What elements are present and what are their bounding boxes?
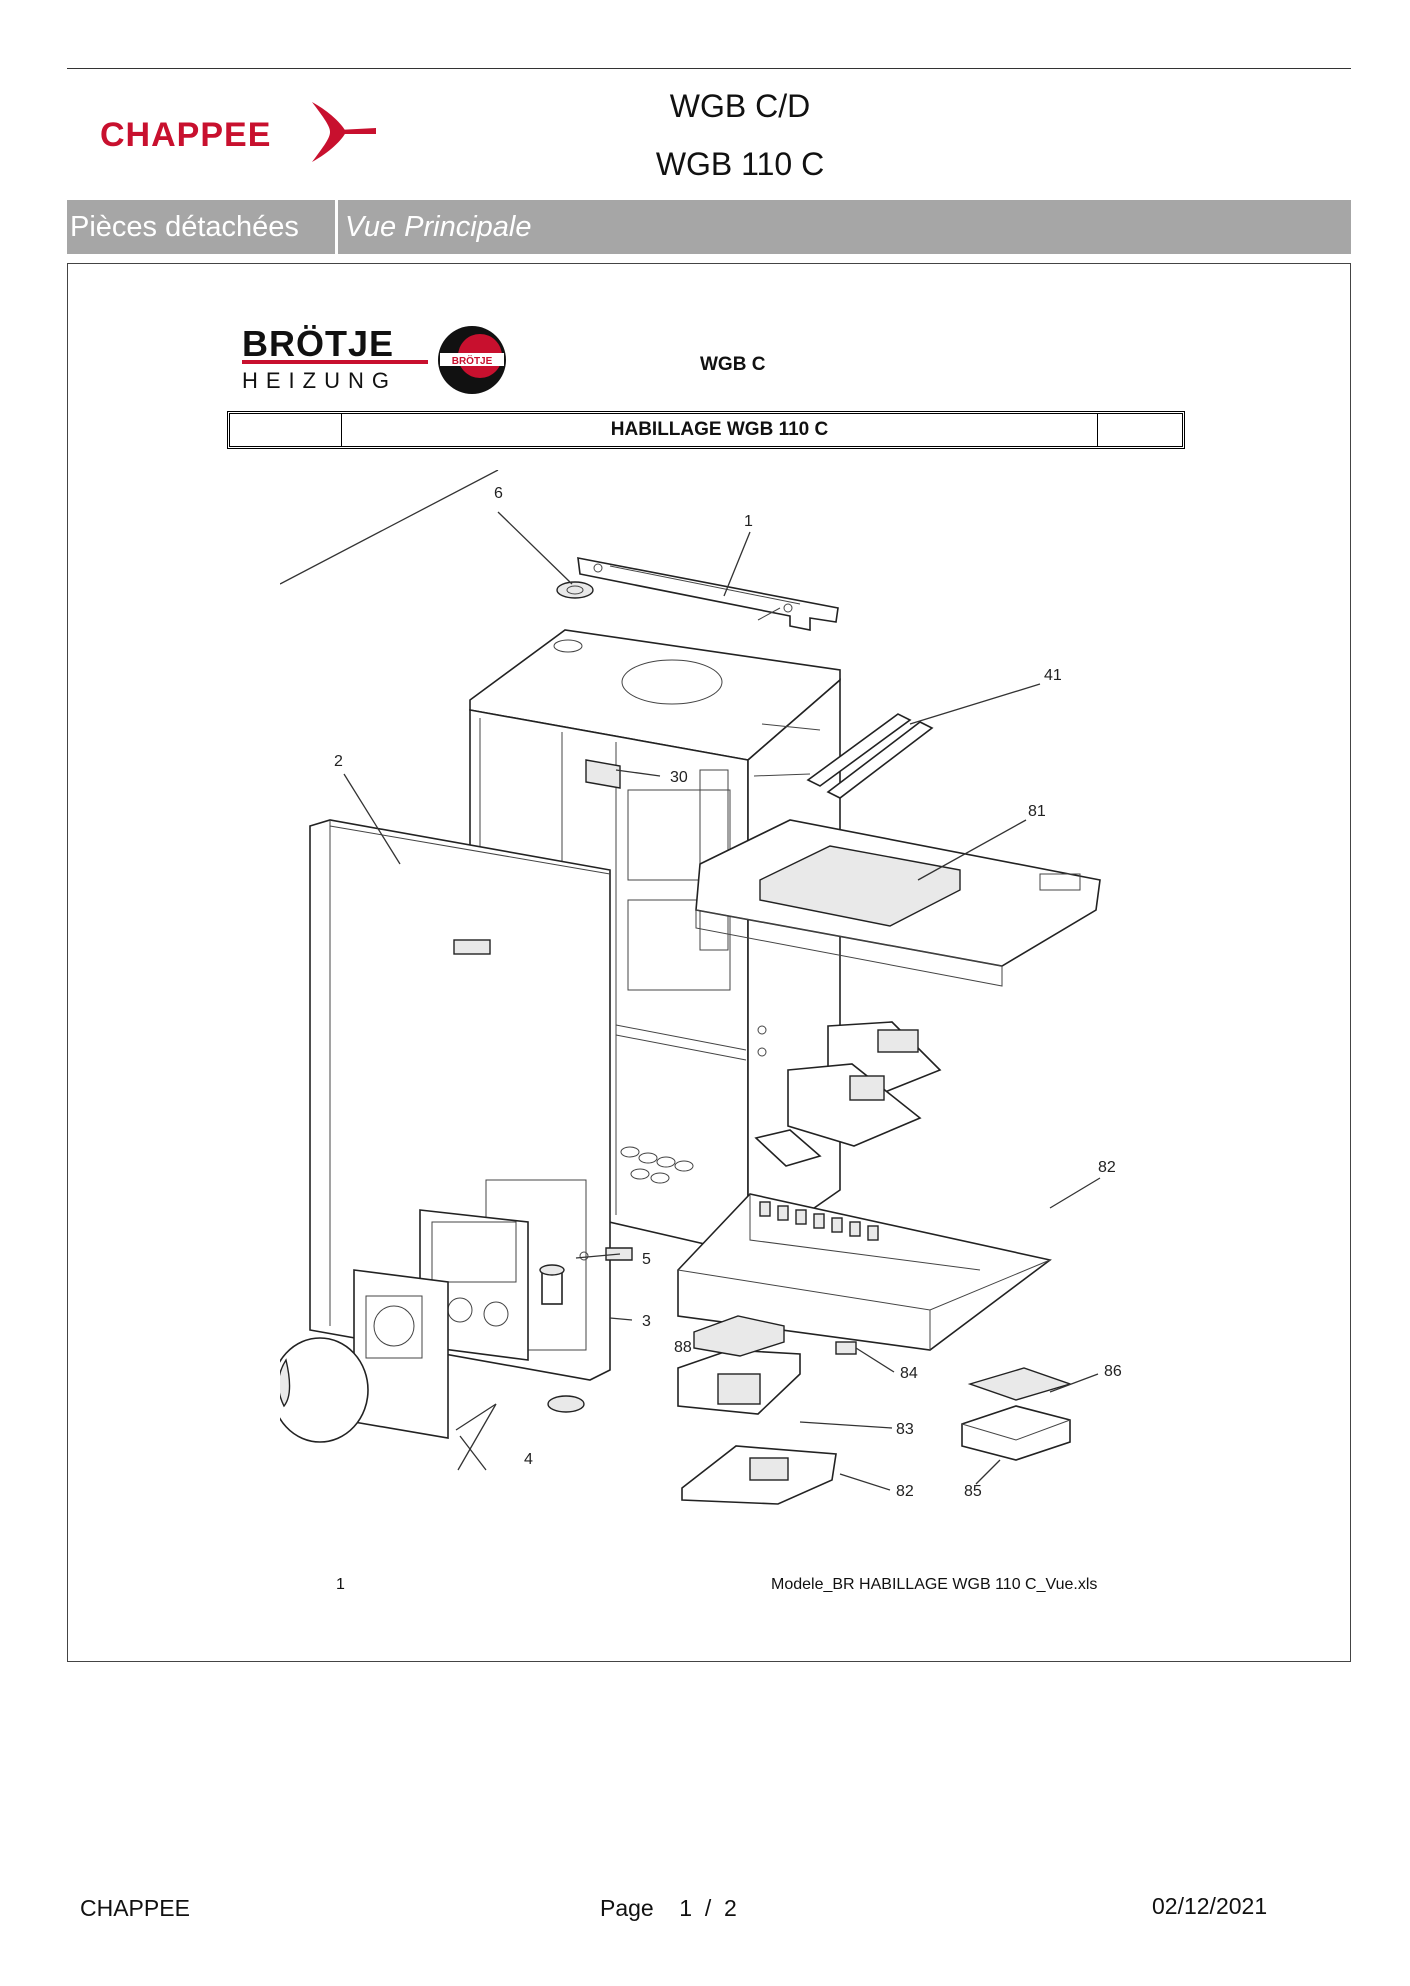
callout-82-lower: 82: [896, 1483, 914, 1500]
part-flue-gasket: [556, 581, 594, 599]
top-rule: [67, 68, 1351, 69]
band-separator: [335, 200, 338, 254]
part-bracket-30: [585, 759, 621, 789]
leader-4: [459, 1435, 487, 1471]
leader-3: [609, 1317, 633, 1321]
callout-82: 82: [1098, 1159, 1116, 1176]
callout-86: 86: [1104, 1363, 1122, 1380]
part-cable-gland-88: [539, 1264, 565, 1305]
leader-82b: [839, 1473, 891, 1491]
leader-85: [975, 1459, 1001, 1485]
footer-date: 02/12/2021: [1152, 1893, 1268, 1919]
leader-83: [799, 1421, 893, 1429]
footer-company: CHAPPEE: [80, 1895, 190, 1921]
part-top-cover: [695, 819, 1101, 987]
brotje-badge-text: BRÖTJE: [452, 354, 493, 367]
callout-1: 1: [744, 513, 753, 530]
callout-30: 30: [670, 769, 688, 786]
title-table-heading: HABILLAGE WGB 110 C: [342, 414, 1098, 446]
chappee-arrow-icon: [312, 102, 376, 162]
callout-5: 5: [642, 1251, 651, 1268]
callout-2: 2: [334, 753, 343, 770]
part-connector-84: [835, 1341, 857, 1355]
part-mounting-bracket: [577, 557, 839, 631]
part-connector-block: [754, 1129, 822, 1167]
leader-82a: [1049, 1177, 1101, 1209]
title-table-cell-right: [1098, 414, 1182, 446]
callout-6: 6: [494, 485, 503, 502]
title-table: HABILLAGE WGB 110 C: [227, 411, 1185, 449]
leader-41: [909, 683, 1041, 725]
leader-6b: [497, 511, 573, 585]
leader-30: [615, 769, 661, 777]
part-display-cover: [280, 1337, 369, 1443]
callout-4: 4: [524, 1451, 533, 1468]
part-control-board-83: [677, 1315, 801, 1415]
part-front-panel: [309, 819, 611, 1381]
callout-3: 3: [642, 1313, 651, 1330]
drawing-frame: [67, 263, 1351, 1662]
callout-84: 84: [900, 1365, 918, 1382]
exploded-view-diagram: 6 1 41 2 30 81 82 5 3 88 84 86 83 4 82 8…: [280, 470, 1122, 1505]
chappee-logo: CHAPPEE: [100, 100, 376, 164]
chappee-logo-text: CHAPPEE: [100, 116, 272, 154]
document-title: WGB C/D: [669, 88, 811, 124]
model-label: WGB C: [700, 354, 766, 375]
section-band: Pièces détachées Vue Principale: [67, 200, 1351, 254]
callout-85: 85: [964, 1483, 982, 1500]
brotje-logo-bottom: HEIZUNG: [242, 368, 397, 393]
part-electronic-board-upper: [787, 1021, 942, 1147]
cabinet-bottom-fittings: [620, 1146, 694, 1184]
part-board-82-lower: [681, 1445, 837, 1505]
leader-1: [723, 531, 751, 597]
callout-88: 88: [674, 1339, 692, 1356]
leader-81: [917, 819, 1027, 881]
part-rails: [753, 713, 934, 799]
part-lid-86: [967, 1367, 1073, 1401]
callout-83: 83: [896, 1421, 914, 1438]
leader-86: [1049, 1373, 1099, 1393]
part-electronics-tray: [677, 1193, 1052, 1351]
part-control-door: [353, 1269, 449, 1439]
view-label: Vue Principale: [345, 211, 532, 243]
brotje-logo: BRÖTJE HEIZUNG BRÖTJE: [242, 323, 506, 394]
drawing-file-name: Modele_BR HABILLAGE WGB 110 C_Vue.xls: [771, 1576, 1098, 1593]
footer-page-number: Page 1 / 2: [600, 1895, 737, 1921]
leader-4-bracket: [455, 1403, 497, 1471]
leader-2: [343, 773, 401, 865]
callout-41: 41: [1044, 667, 1062, 684]
callout-81: 81: [1028, 803, 1046, 820]
section-label: Pièces détachées: [70, 211, 299, 243]
part-grommet: [547, 1395, 585, 1413]
document-subtitle: WGB 110 C: [655, 146, 825, 182]
leader-84: [855, 1347, 895, 1373]
title-table-cell-left: [230, 414, 342, 446]
leader-6: [280, 470, 499, 585]
tray-terminals: [759, 1201, 879, 1241]
part-box-85: [961, 1405, 1071, 1461]
brotje-logo-top: BRÖTJE: [242, 323, 394, 364]
leader-5: [575, 1253, 621, 1259]
drawing-sheet-number: 1: [336, 1576, 345, 1593]
